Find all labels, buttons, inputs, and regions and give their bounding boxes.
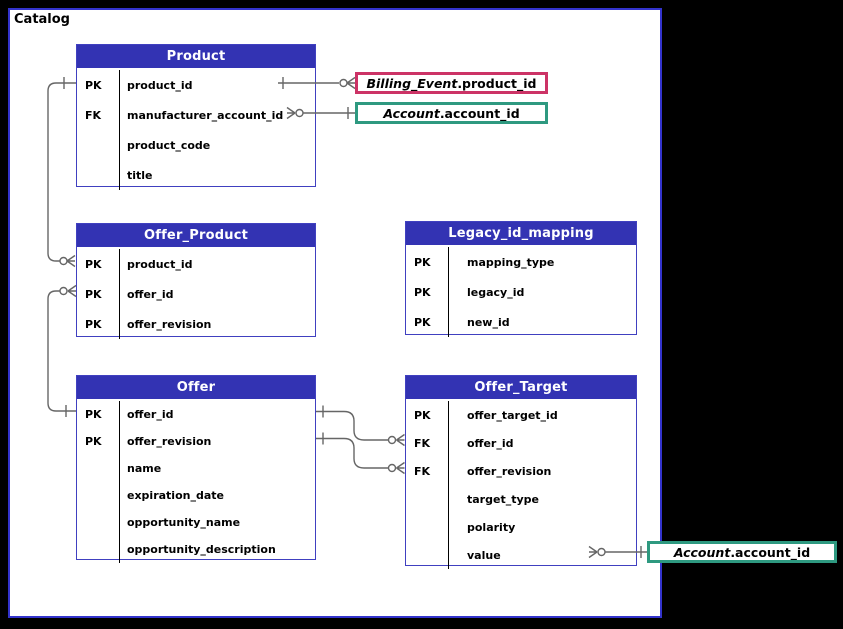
entity-offer-product: Offer_Product PK product_id PK offer_id … — [76, 223, 316, 339]
table-row: PK product_id — [77, 249, 315, 279]
key-badge — [406, 485, 448, 513]
entity-offer-title: Offer — [77, 376, 315, 401]
field-name: offer_id — [119, 401, 315, 428]
field-name: offer_id — [448, 429, 636, 457]
table-row: FK offer_id — [406, 429, 636, 457]
field-name: offer_revision — [119, 309, 315, 339]
field-name: legacy_id — [448, 277, 636, 307]
field-name: offer_revision — [448, 457, 636, 485]
field-name: new_id — [448, 307, 636, 337]
field-name: name — [119, 455, 315, 482]
field-name: title — [119, 160, 315, 190]
ref-account-account-id-bottom: Account.account_id — [647, 541, 837, 563]
table-row: PK legacy_id — [406, 277, 636, 307]
field-name: opportunity_description — [119, 536, 315, 563]
key-badge: PK — [85, 435, 102, 448]
field-name: offer_target_id — [448, 401, 636, 429]
key-badge: PK — [414, 285, 431, 299]
table-row: PK offer_target_id — [406, 401, 636, 429]
field-name: offer_revision — [119, 428, 315, 455]
field-name: product_id — [119, 249, 315, 279]
table-row: polarity — [406, 513, 636, 541]
key-badge — [406, 541, 448, 569]
table-row: expiration_date — [77, 482, 315, 509]
entity-legacy-id-mapping-title: Legacy_id_mapping — [406, 222, 636, 247]
ref-entity-name: Billing_Event — [366, 75, 458, 91]
ref-entity-name: Account — [383, 105, 440, 121]
key-badge: PK — [85, 78, 102, 92]
table-row: product_code — [77, 130, 315, 160]
key-badge: PK — [85, 408, 102, 421]
key-badge: FK — [414, 436, 431, 450]
field-name: opportunity_name — [119, 509, 315, 536]
table-row: value — [406, 541, 636, 569]
entity-product-title: Product — [77, 45, 315, 70]
key-badge: PK — [85, 287, 102, 301]
field-name: product_id — [119, 70, 315, 100]
field-name: offer_id — [119, 279, 315, 309]
key-badge: FK — [85, 108, 102, 122]
table-row: PK new_id — [406, 307, 636, 337]
diagram-title: Catalog — [14, 12, 70, 27]
entity-offer-target-title: Offer_Target — [406, 376, 636, 401]
key-badge — [406, 513, 448, 541]
key-badge: PK — [85, 317, 102, 331]
entity-legacy-id-mapping: Legacy_id_mapping PK mapping_type PK leg… — [405, 221, 637, 337]
key-badge — [77, 536, 119, 563]
key-badge: FK — [414, 464, 431, 478]
ref-entity-name: Account — [673, 544, 731, 560]
key-badge: PK — [414, 255, 431, 269]
field-name: polarity — [448, 513, 636, 541]
field-name: target_type — [448, 485, 636, 513]
field-name: manufacturer_account_id — [119, 100, 315, 130]
table-row: PK offer_id — [77, 279, 315, 309]
key-badge — [77, 130, 119, 160]
field-name: mapping_type — [448, 247, 636, 277]
key-badge — [77, 482, 119, 509]
table-row: opportunity_name — [77, 509, 315, 536]
table-row: PK offer_revision — [77, 428, 315, 455]
entity-offer: Offer PK offer_id PK offer_revision name… — [76, 375, 316, 563]
table-row: target_type — [406, 485, 636, 513]
ref-account-account-id-top: Account.account_id — [355, 102, 548, 124]
field-name: product_code — [119, 130, 315, 160]
ref-field-name: .account_id — [730, 544, 811, 560]
entity-offer-product-title: Offer_Product — [77, 224, 315, 249]
entity-offer-target: Offer_Target PK offer_target_id FK offer… — [405, 375, 637, 569]
table-row: opportunity_description — [77, 536, 315, 563]
entity-product: Product PK product_id FK manufacturer_ac… — [76, 44, 316, 190]
table-row: PK offer_revision — [77, 309, 315, 339]
table-row: FK offer_revision — [406, 457, 636, 485]
key-badge — [77, 509, 119, 536]
table-row: title — [77, 160, 315, 190]
key-badge: PK — [414, 408, 431, 422]
table-row: name — [77, 455, 315, 482]
ref-billing-event-product-id: Billing_Event.product_id — [355, 72, 548, 94]
table-row: PK offer_id — [77, 401, 315, 428]
table-row: FK manufacturer_account_id — [77, 100, 315, 130]
field-name: expiration_date — [119, 482, 315, 509]
ref-field-name: .account_id — [439, 105, 520, 121]
key-badge — [77, 455, 119, 482]
table-row: PK product_id — [77, 70, 315, 100]
table-row: PK mapping_type — [406, 247, 636, 277]
key-badge — [77, 160, 119, 190]
field-name: value — [448, 541, 636, 569]
key-badge: PK — [85, 257, 102, 271]
key-badge: PK — [414, 315, 431, 329]
ref-field-name: .product_id — [457, 75, 537, 91]
